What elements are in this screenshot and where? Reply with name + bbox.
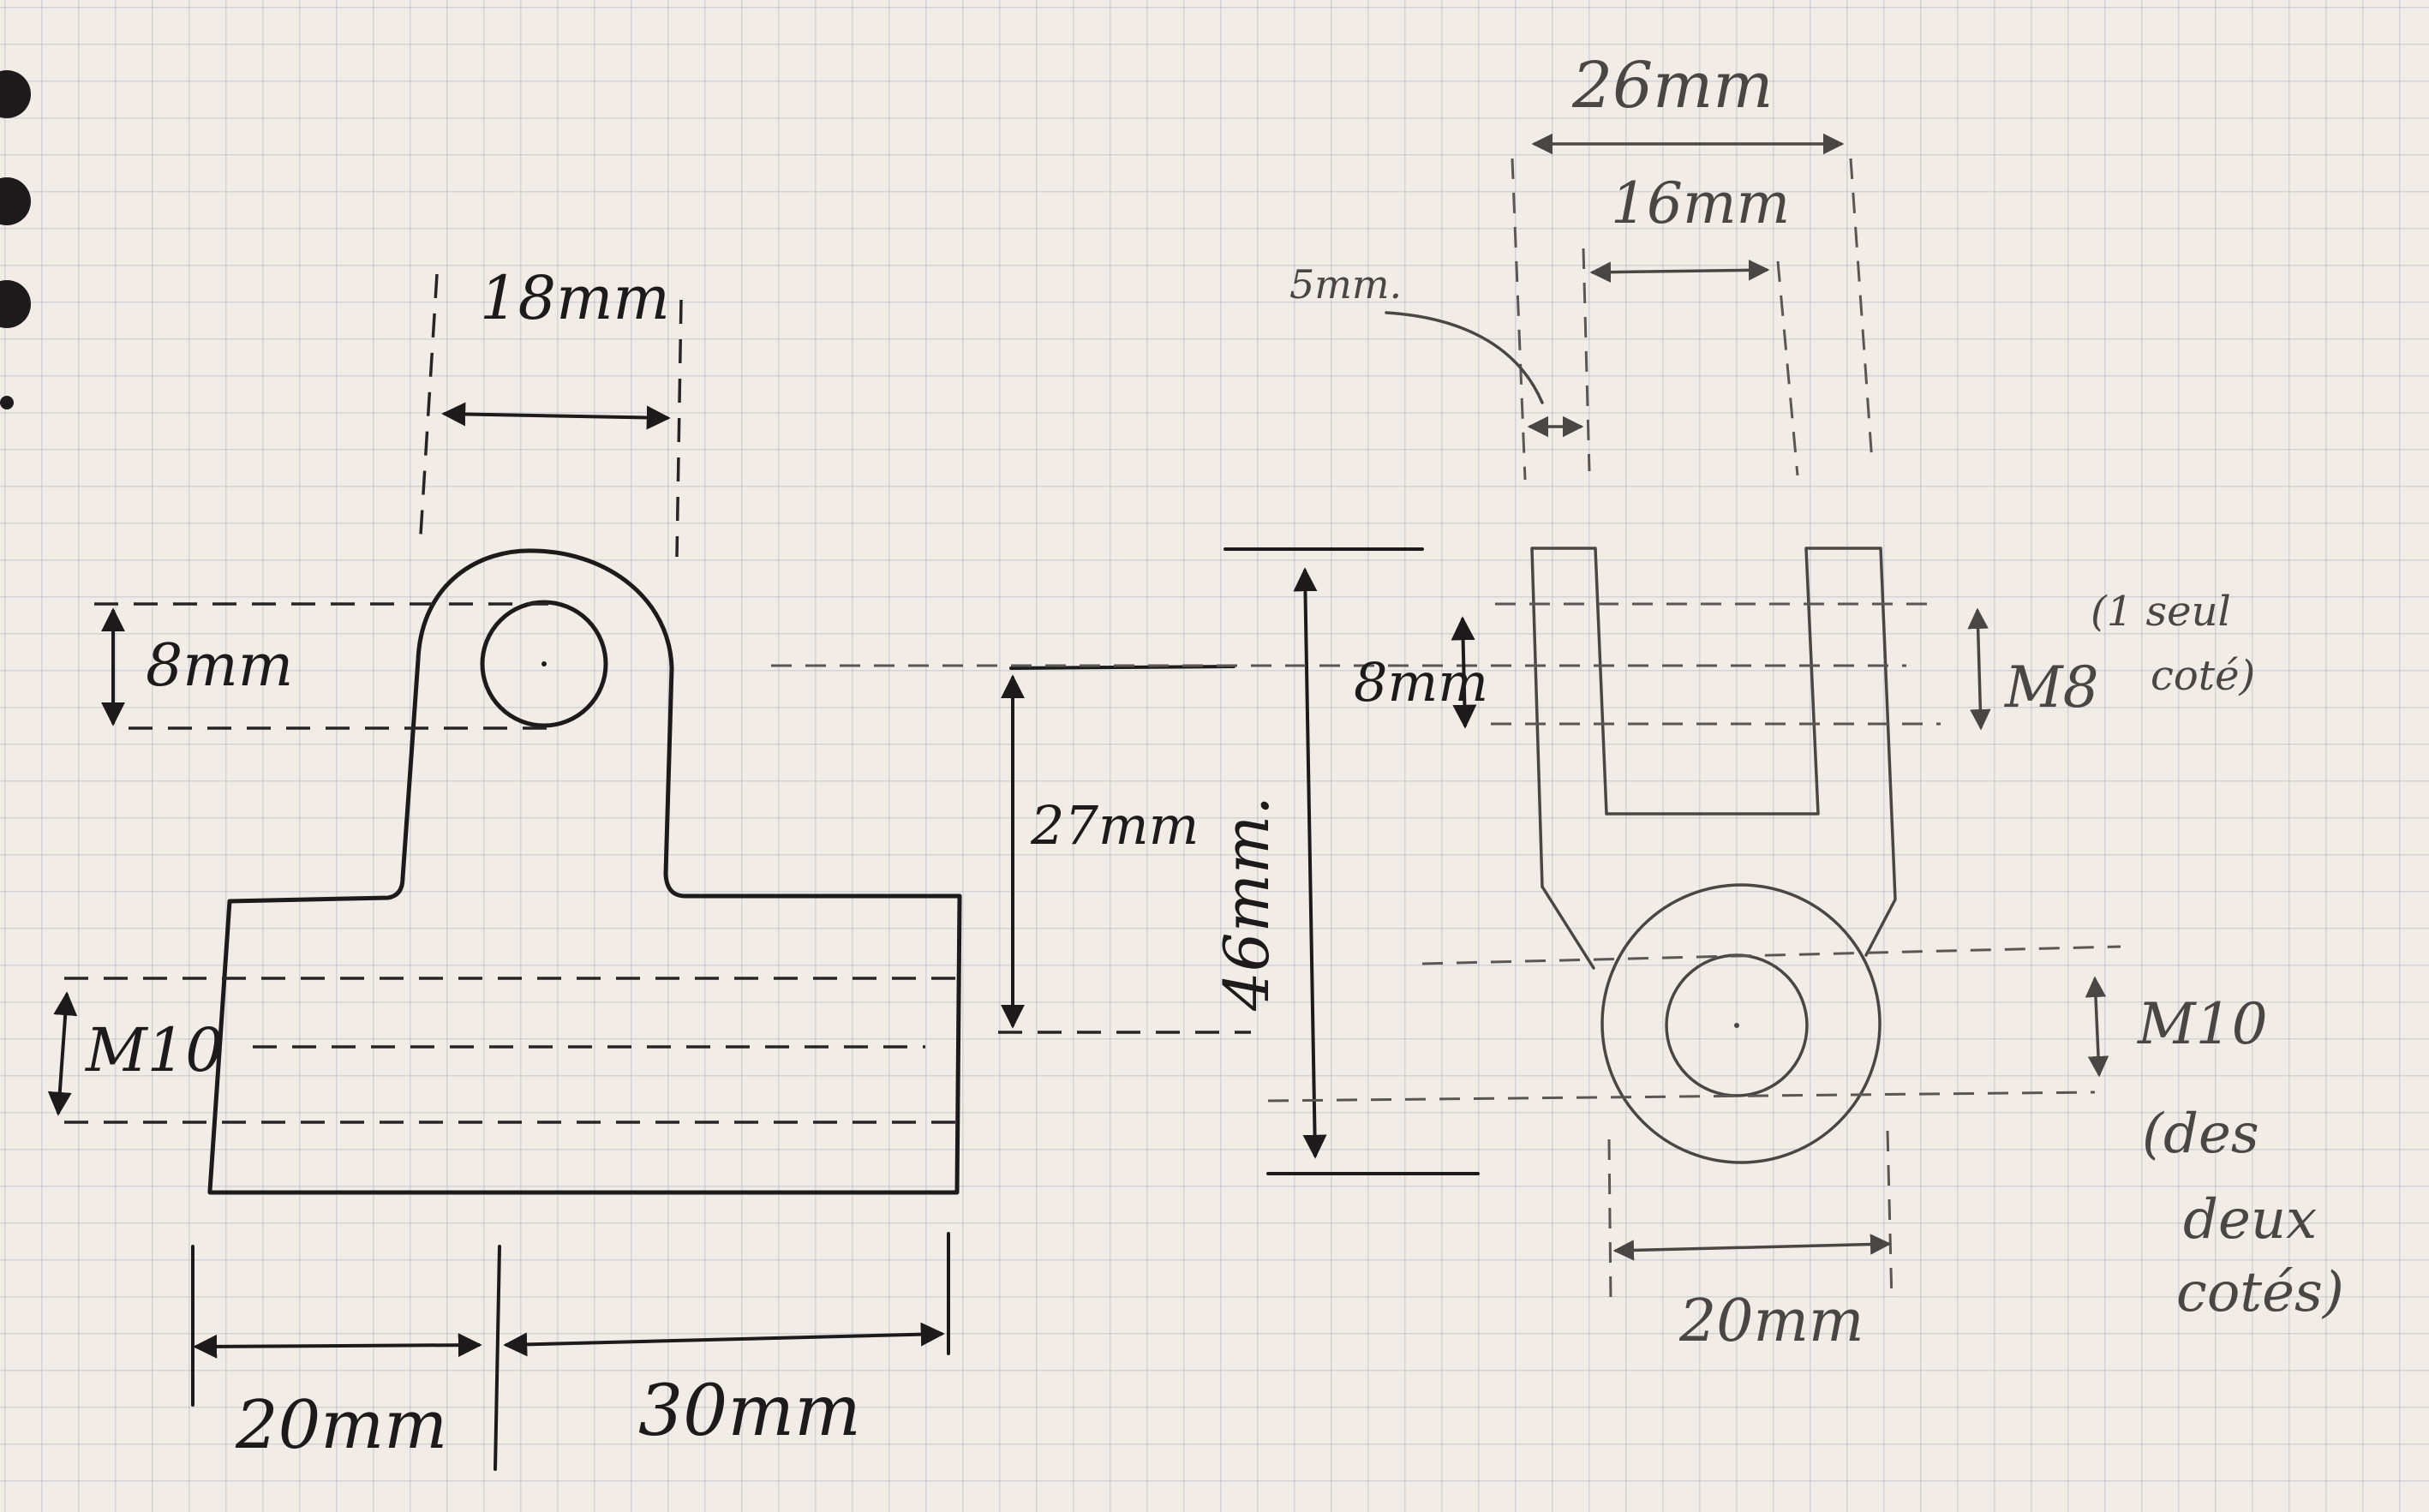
m8-note-line1: (1 seul <box>2091 588 2231 636</box>
dim-m10-side <box>2085 976 2109 1078</box>
leader-line <box>1385 311 1544 404</box>
eye-ring <box>1600 883 1882 1164</box>
dim-16mm <box>1589 260 1770 283</box>
fork-outline-left <box>1541 885 1595 970</box>
m10-note-line2: deux <box>2183 1188 2317 1252</box>
m8-note-line2: coté) <box>2151 652 2255 700</box>
dim-20mm-side <box>1612 1234 1892 1261</box>
m10-note-line3: cotés) <box>2176 1261 2344 1324</box>
lug-hole <box>480 600 608 728</box>
extension-line <box>1582 248 1591 472</box>
m10-note-line1: (des <box>2142 1103 2259 1166</box>
label-46mm: 46mm. <box>1211 796 1283 1012</box>
extension-line <box>1886 1130 1894 1303</box>
dim-m10 <box>47 991 78 1116</box>
label-26mm: 26mm <box>1571 49 1774 123</box>
dim-20mm <box>193 1333 482 1359</box>
extension-line <box>1849 158 1874 463</box>
binding-holes <box>0 70 31 409</box>
extension-line <box>1776 260 1799 476</box>
height-dimensions: 27mm 46mm. <box>998 547 1480 1175</box>
label-5mm: 5mm. <box>1289 261 1402 308</box>
binding-hole <box>0 177 31 225</box>
binding-hole <box>0 280 31 328</box>
label-18mm: 18mm <box>480 263 670 333</box>
extension-line <box>675 299 683 558</box>
binding-hole <box>0 70 31 118</box>
label-m10-front: M10 <box>84 1015 224 1085</box>
dim-18mm <box>441 402 671 430</box>
hidden-line <box>1267 1091 2096 1103</box>
label-30mm: 30mm <box>638 1371 861 1452</box>
extension-line <box>418 273 439 549</box>
front-view-outline <box>207 548 962 1195</box>
extension-line <box>1511 158 1527 481</box>
side-view: 26mm 16mm 5mm. 8mm M8 (1 seul coté) M10 … <box>771 49 2344 1355</box>
label-20mm-left: 20mm <box>235 1387 447 1464</box>
dim-46mm <box>1293 567 1327 1159</box>
binding-hole <box>0 396 14 409</box>
label-m10-side: M10 <box>2137 991 2268 1057</box>
label-m8: M8 <box>2004 654 2099 720</box>
eye-hole-center <box>1734 1023 1739 1028</box>
front-view: 18mm 8mm M10 20mm 30mm <box>47 263 962 1471</box>
dim-8mm-side <box>1451 616 1477 729</box>
label-27mm: 27mm <box>1030 794 1199 857</box>
extension-line <box>1607 1138 1612 1303</box>
label-8mm-hole: 8mm <box>146 632 293 700</box>
lug-hole-center <box>541 661 547 666</box>
label-20mm-side: 20mm <box>1678 1288 1864 1355</box>
label-16mm: 16mm <box>1611 170 1790 236</box>
dim-m8 <box>1967 607 1991 731</box>
hidden-line <box>1421 945 2121 965</box>
label-8mm-side: 8mm <box>1354 651 1488 714</box>
extension-line <box>494 1245 501 1471</box>
fork-outline <box>1530 547 1897 957</box>
dim-30mm <box>503 1322 945 1357</box>
